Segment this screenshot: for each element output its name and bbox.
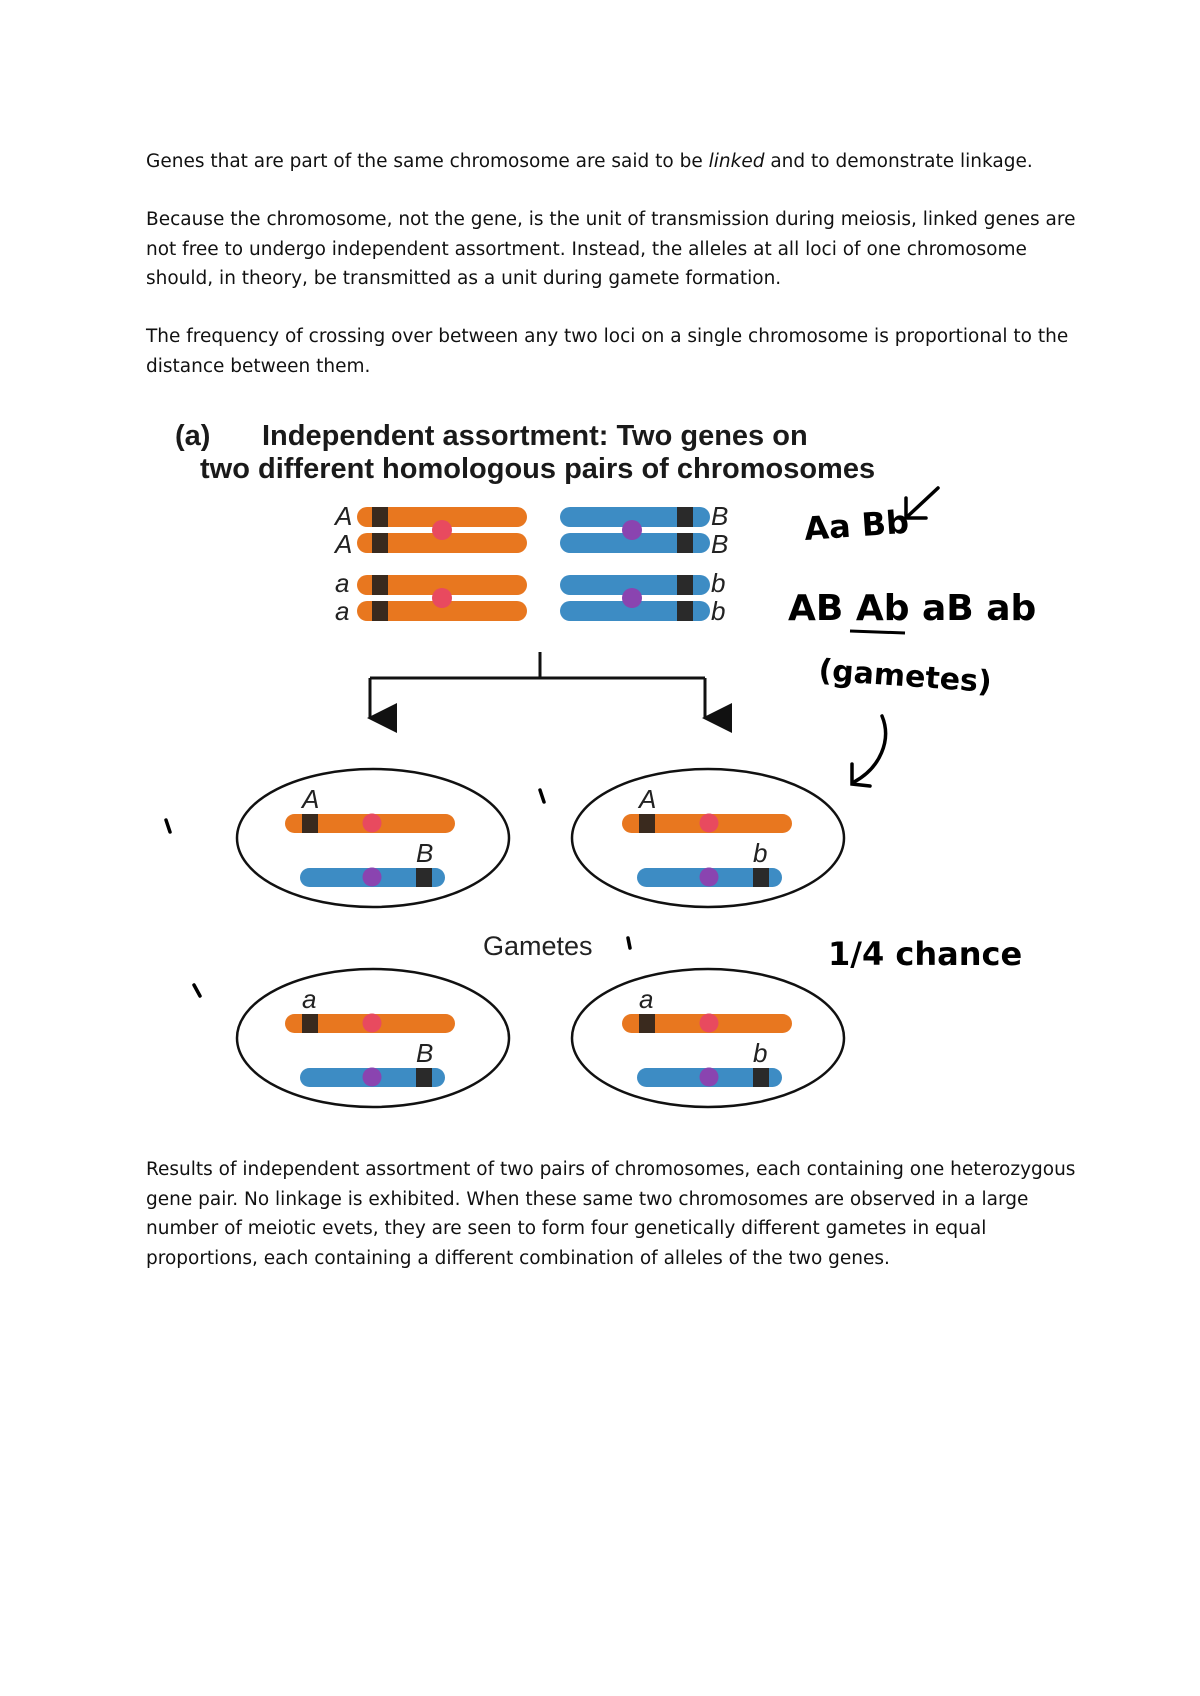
- centromere-purple: [622, 588, 642, 608]
- hand-arrow-down-left-icon: [904, 486, 940, 520]
- tick-marks: [164, 788, 632, 998]
- gamete4-allele-a: a: [639, 984, 653, 1014]
- gametes-label: Gametes: [483, 931, 593, 961]
- centromere-red: [432, 520, 452, 540]
- paragraph-crossing-over: The frequency of crossing over between a…: [146, 326, 1069, 377]
- figure-caption: Results of independent assortment of two…: [146, 1159, 1076, 1269]
- figure-title-line2: two different homologous pairs of chromo…: [200, 453, 875, 485]
- allele-label-b-2: b: [711, 596, 725, 626]
- allele-label-b-1: b: [711, 568, 725, 598]
- annotation-gametes-note: (gametes): [817, 653, 992, 700]
- gamete3-allele-a: a: [302, 984, 316, 1014]
- centromere-purple: [622, 520, 642, 540]
- gamete1-allele-A: A: [300, 784, 319, 814]
- gamete-aB: a B: [235, 967, 511, 1109]
- gamete2-allele-b: b: [753, 838, 767, 868]
- figure-title-line1: Independent assortment: Two genes on: [262, 420, 808, 452]
- allele-label-a-2: a: [335, 596, 349, 626]
- gamete-Ab: A b: [570, 767, 846, 909]
- gamete4-allele-b: b: [753, 1038, 767, 1068]
- annotation-chance: 1/4 chance: [828, 935, 1022, 973]
- branch-arrow: [367, 652, 732, 733]
- hand-curved-arrow-icon: [850, 714, 888, 788]
- linked-term: linked: [708, 151, 765, 172]
- annotation-underline: [849, 629, 906, 635]
- orange-chromatid-lower: [357, 575, 527, 621]
- p1-text-after: and to demonstrate linkage.: [764, 151, 1033, 172]
- gamete1-allele-B: B: [416, 838, 433, 868]
- gamete2-allele-A: A: [637, 784, 656, 814]
- paragraph-linked-genes: Genes that are part of the same chromoso…: [146, 147, 1076, 177]
- allele-label-A-2: A: [333, 529, 352, 559]
- annotation-genotype: Aa Bb: [803, 503, 910, 548]
- allele-label-A-1: A: [333, 501, 352, 531]
- independent-assortment-figure: (a) Independent assortment: Two genes on…: [164, 420, 1036, 1109]
- panel-label: (a): [175, 420, 210, 452]
- centromere-red: [432, 588, 452, 608]
- p1-text-before: Genes that are part of the same chromoso…: [146, 151, 709, 172]
- gamete3-allele-B: B: [416, 1038, 433, 1068]
- allele-label-a-1: a: [335, 568, 349, 598]
- paragraph-unit-of-transmission: Because the chromosome, not the gene, is…: [146, 209, 1076, 289]
- gamete-ab: a b: [570, 967, 846, 1109]
- orange-chromatid-upper: [357, 507, 527, 553]
- handwritten-annotations: Aa Bb AB Ab aB ab (gametes) 1/4 chance: [164, 486, 1036, 998]
- orange-chromosome-pair: A A a a: [333, 501, 527, 626]
- annotation-gamete-list: AB Ab aB ab: [788, 588, 1036, 629]
- blue-chromosome-pair: B B b b: [560, 501, 728, 626]
- allele-label-B-2: B: [711, 529, 728, 559]
- gamete-AB: A B: [235, 767, 511, 909]
- allele-label-B-1: B: [711, 501, 728, 531]
